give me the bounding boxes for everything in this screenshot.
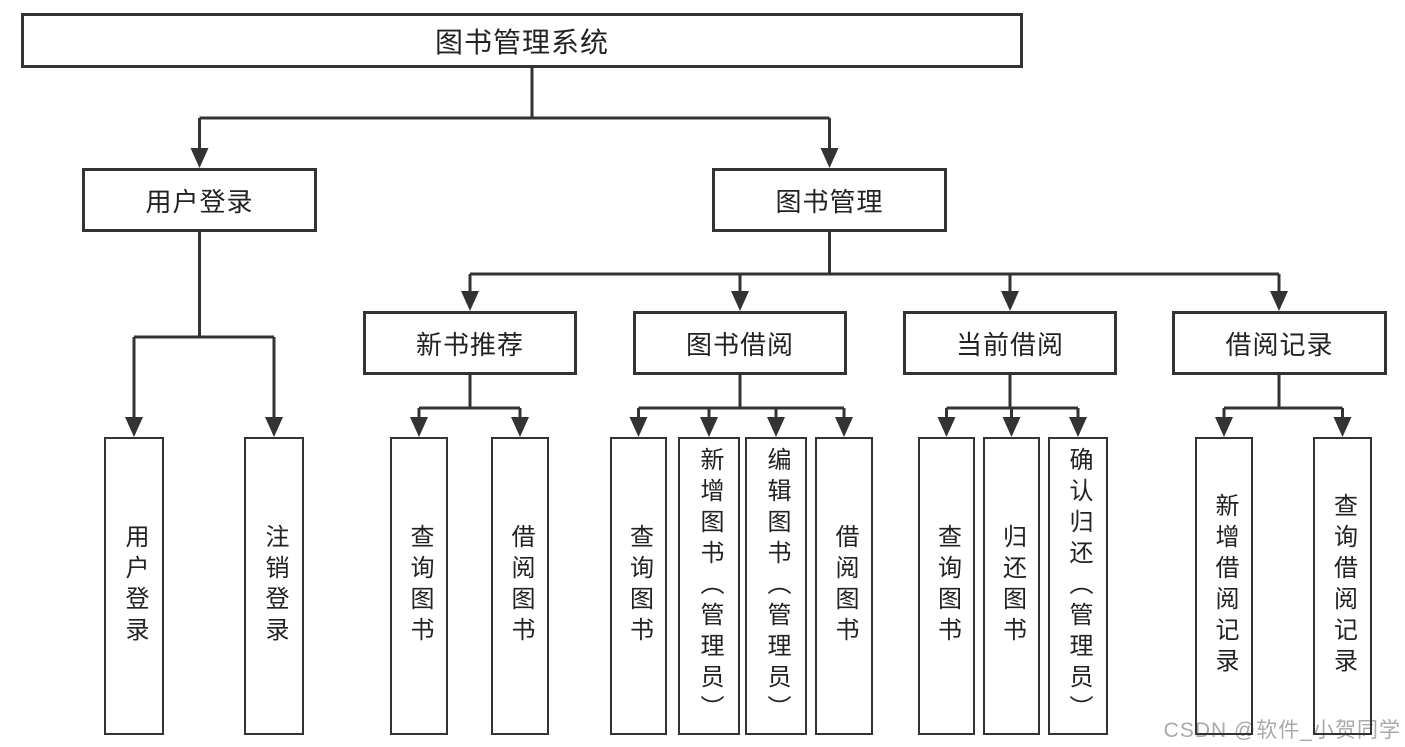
leaf-label: 归还图书 xyxy=(998,524,1026,648)
leaf-borrow-book-1: 借阅图书 xyxy=(491,437,549,735)
arrowhead xyxy=(1270,291,1288,311)
arrowhead xyxy=(1215,417,1233,437)
arrowhead xyxy=(731,291,749,311)
leaf-borrow-book-2: 借阅图书 xyxy=(815,437,873,735)
arrowhead xyxy=(1333,417,1352,437)
arrowhead xyxy=(937,417,956,437)
node-borrow-records: 借阅记录 xyxy=(1172,311,1387,375)
leaf-return-book: 归还图书 xyxy=(983,437,1040,735)
arrowhead xyxy=(767,417,785,437)
leaf-query-book-2: 查询图书 xyxy=(610,437,667,735)
connector-new-book-rec xyxy=(417,375,522,419)
node-library-system: 图书管理系统 xyxy=(21,13,1023,68)
leaf-logout: 注销登录 xyxy=(244,437,304,735)
arrowhead xyxy=(835,417,853,437)
connector-user-login xyxy=(132,232,276,419)
connector-current-borrow xyxy=(945,375,1080,419)
leaf-label: 新增借阅记录 xyxy=(1211,493,1238,679)
node-book-management: 图书管理 xyxy=(712,168,947,232)
connector-root xyxy=(198,68,831,150)
node-new-book-recommend: 新书推荐 xyxy=(363,311,577,375)
arrowhead xyxy=(1069,417,1087,437)
leaf-user-login: 用户登录 xyxy=(104,437,164,735)
leaf-label: 查询图书 xyxy=(933,524,961,648)
arrowhead xyxy=(410,417,428,437)
watermark: CSDN @软件_小贺同学 xyxy=(1163,719,1401,742)
leaf-label: 确认归还（管理员） xyxy=(1065,446,1092,726)
connector-book-borrow xyxy=(637,375,846,419)
arrowhead xyxy=(125,417,143,437)
leaf-label: 用户登录 xyxy=(121,524,148,648)
leaf-label: 查询借阅记录 xyxy=(1329,493,1357,679)
leaf-label: 查询图书 xyxy=(625,524,653,648)
node-book-borrow: 图书借阅 xyxy=(633,311,847,375)
arrowhead xyxy=(190,148,209,168)
leaf-label: 编辑图书（管理员） xyxy=(763,446,790,726)
leaf-query-book-3: 查询图书 xyxy=(918,437,975,735)
arrowhead xyxy=(1002,417,1021,437)
arrowhead xyxy=(511,417,529,437)
leaf-add-borrow-record: 新增借阅记录 xyxy=(1195,437,1253,735)
leaf-query-book-1: 查询图书 xyxy=(390,437,448,735)
arrowhead xyxy=(461,291,479,311)
leaf-label: 查询图书 xyxy=(406,524,433,648)
connector-book-mgmt xyxy=(468,232,1281,293)
arrowhead xyxy=(820,148,839,168)
node-user-login: 用户登录 xyxy=(82,168,317,232)
connector-borrow-records xyxy=(1222,375,1344,419)
leaf-label: 借阅图书 xyxy=(507,524,534,648)
arrowhead xyxy=(1001,291,1019,311)
leaf-label: 新增图书（管理员） xyxy=(696,446,723,726)
arrowhead xyxy=(629,417,648,437)
leaf-query-borrow-record: 查询借阅记录 xyxy=(1313,437,1372,735)
leaf-label: 借阅图书 xyxy=(831,524,858,648)
leaf-confirm-return-admin: 确认归还（管理员） xyxy=(1048,437,1108,735)
arrowhead xyxy=(700,417,718,437)
node-current-borrow: 当前借阅 xyxy=(903,311,1117,375)
leaf-add-book-admin: 新增图书（管理员） xyxy=(678,437,740,735)
leaf-label: 注销登录 xyxy=(261,524,288,648)
leaf-edit-book-admin: 编辑图书（管理员） xyxy=(745,437,807,735)
arrowhead xyxy=(265,417,283,437)
